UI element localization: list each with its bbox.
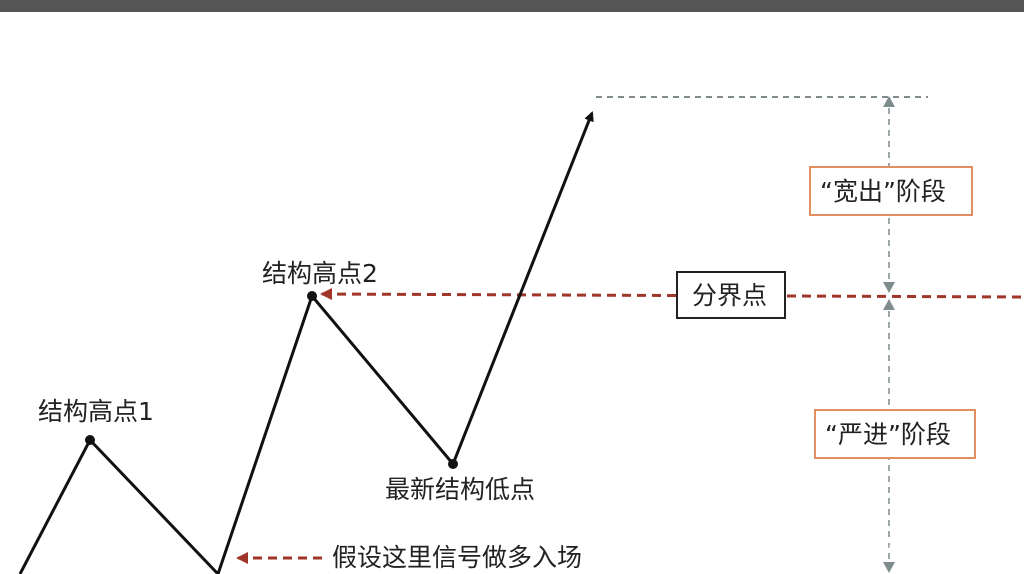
latest-low-marker bbox=[448, 459, 458, 469]
watermark-text: @羊哥区块链 bbox=[866, 536, 986, 560]
watermark-logo-icon bbox=[846, 540, 862, 556]
top-bar bbox=[0, 0, 1024, 12]
watermark: @羊哥区块链 bbox=[846, 536, 986, 560]
strict-phase-label: “严进”阶段 bbox=[825, 420, 951, 449]
arrow-down-icon bbox=[883, 562, 895, 573]
high-point-2-marker bbox=[307, 291, 317, 301]
high-point-1-marker bbox=[85, 435, 95, 445]
loose-phase-label: “宽出”阶段 bbox=[820, 177, 946, 206]
arrow-down-icon bbox=[883, 282, 895, 293]
loose-phase-box bbox=[809, 166, 973, 216]
high-point-2-label: 结构高点2 bbox=[262, 259, 378, 288]
boundary-dashed-line bbox=[320, 288, 1024, 301]
boundary-box bbox=[676, 271, 786, 319]
arrow-up-icon bbox=[883, 96, 895, 107]
entry-note-label: 假设这里信号做多入场 bbox=[332, 543, 582, 572]
boundary-label: 分界点 bbox=[692, 281, 767, 310]
arrow-up-icon bbox=[883, 299, 895, 310]
latest-low-label: 最新结构低点 bbox=[385, 475, 535, 504]
price-path bbox=[18, 111, 594, 574]
strict-phase-box bbox=[814, 409, 976, 459]
high-point-1-label: 结构高点1 bbox=[38, 397, 154, 426]
